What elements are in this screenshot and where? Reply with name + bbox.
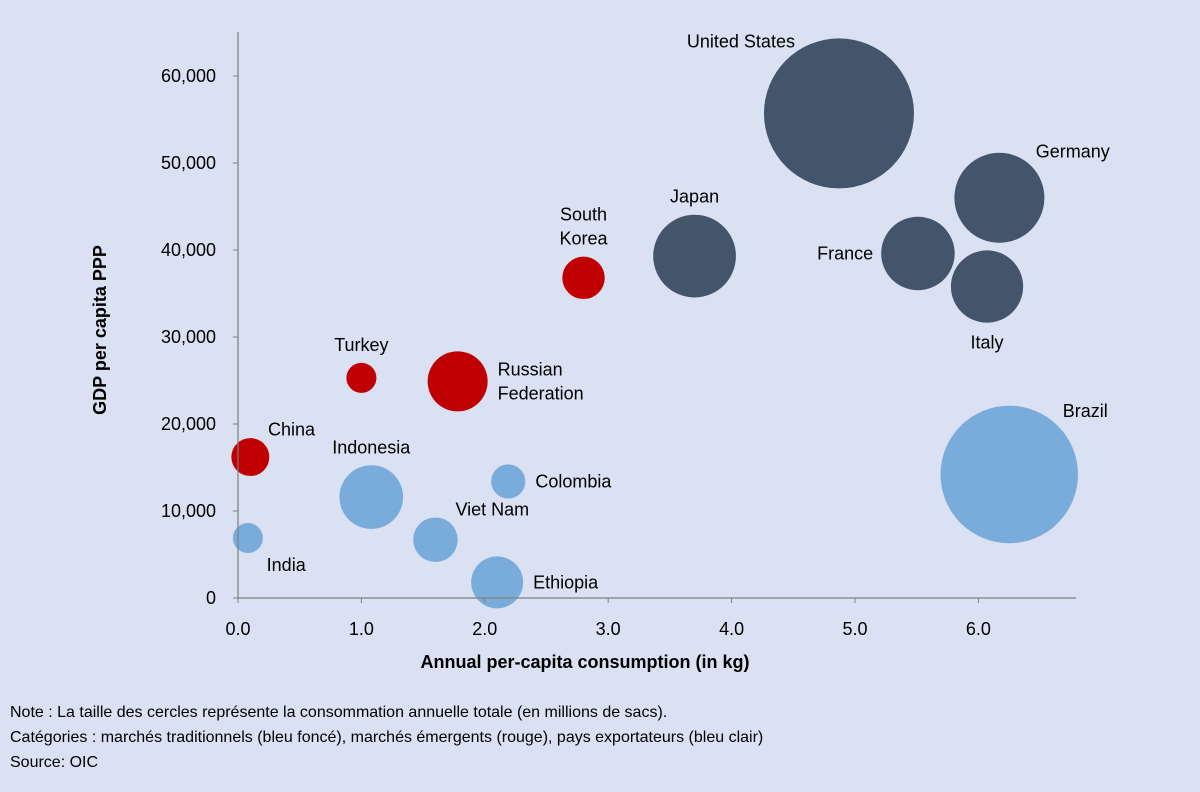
bubble-size-note: Note : La taille des cercles représente … [10, 704, 668, 721]
bubble [346, 362, 377, 393]
bubble-label-line: Russian [498, 359, 563, 379]
x-tick-label: 6.0 [966, 619, 991, 639]
bubble-label-line: South [560, 205, 607, 225]
bubble [491, 464, 526, 499]
bubble-label: India [267, 555, 307, 575]
bubble-label-line: Korea [559, 229, 608, 249]
y-axis-title: GDP per capita PPP [90, 245, 110, 415]
bubbles-layer [231, 38, 1078, 609]
x-tick-label: 4.0 [719, 619, 744, 639]
bubble-label: China [268, 419, 316, 439]
bubble-label-line: Turkey [334, 335, 388, 355]
bubble-label: Japan [670, 187, 719, 207]
x-tick-label: 3.0 [596, 619, 621, 639]
categories-note: Catégories : marchés traditionnels (bleu… [10, 729, 764, 746]
bubble [940, 405, 1078, 544]
bubble-label-line: Colombia [535, 471, 612, 491]
bubble-label-line: Federation [498, 383, 584, 403]
bubble-label-line: India [267, 555, 307, 575]
bubble-label-line: Viet Nam [455, 500, 529, 520]
bubble-chart: 0.0 1.0 2.0 3.0 4.0 5.0 6.0 0 10,000 20,000 30,000… [90, 31, 1110, 672]
bubble-label: Brazil [1063, 401, 1108, 421]
bubble-label-line: Brazil [1063, 401, 1108, 421]
bubble-label-line: China [268, 419, 316, 439]
ticks-layer: 0.0 1.0 2.0 3.0 4.0 5.0 6.0 0 10,000 20,000 30,000… [161, 66, 991, 639]
bubble-label-line: Germany [1036, 141, 1110, 161]
x-tick-label: 1.0 [349, 619, 374, 639]
bubble [763, 38, 914, 189]
bubble-label-line: Ethiopia [533, 572, 599, 592]
y-tick-label: 30,000 [161, 327, 216, 347]
x-tick-label: 2.0 [472, 619, 497, 639]
bubble [471, 556, 524, 609]
bubble-label-line: Italy [971, 333, 1004, 353]
bubble-label-line: United States [687, 31, 795, 51]
bubble [653, 214, 736, 298]
y-tick-label: 60,000 [161, 66, 216, 86]
x-tick-label: 5.0 [842, 619, 867, 639]
bubble-label: Germany [1036, 141, 1110, 161]
bubble-label: Indonesia [332, 437, 411, 457]
y-tick-label: 0 [206, 588, 216, 608]
bubble [954, 152, 1045, 243]
bubble [413, 517, 458, 562]
bubble-label: Viet Nam [455, 500, 529, 520]
y-tick-label: 40,000 [161, 240, 216, 260]
y-tick-label: 50,000 [161, 153, 216, 173]
x-axis-title: Annual per-capita consumption (in kg) [420, 652, 749, 672]
bubble-label: France [817, 243, 873, 263]
chart-notes: Note : La taille des cercles représente … [10, 700, 763, 775]
bubble-label-line: Indonesia [332, 437, 411, 457]
bubble [881, 216, 955, 291]
bubble [232, 522, 263, 553]
bubble [339, 465, 404, 529]
x-tick-label: 0.0 [225, 619, 250, 639]
bubble [562, 256, 605, 300]
y-tick-label: 20,000 [161, 414, 216, 434]
bubble [950, 250, 1024, 323]
axes-layer [237, 32, 1076, 599]
source-note: Source: OIC [10, 754, 99, 771]
bubble [231, 438, 270, 477]
bubble-label-line: Japan [670, 187, 719, 207]
bubble-label: Italy [971, 333, 1004, 353]
bubble-label: Ethiopia [533, 572, 599, 592]
bubble-label: Turkey [334, 335, 388, 355]
bubble-label-line: France [817, 243, 873, 263]
bubble-label: Colombia [535, 471, 612, 491]
y-tick-label: 10,000 [161, 501, 216, 521]
bubble [427, 351, 488, 412]
bubble-label: United States [687, 31, 795, 51]
